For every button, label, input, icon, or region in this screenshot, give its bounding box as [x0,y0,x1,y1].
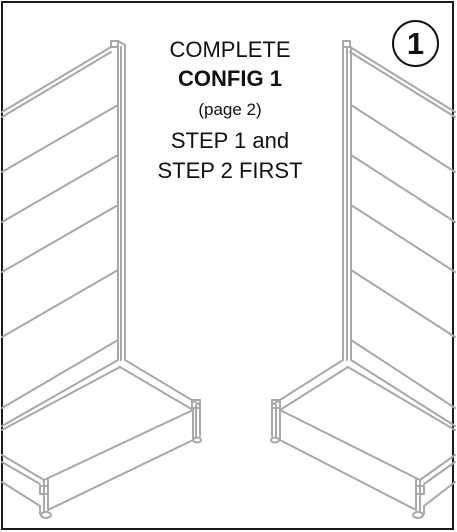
right-shelving-unit [270,40,456,519]
instruction-config: CONFIG 1 [178,66,282,91]
step-number: 1 [406,25,425,61]
step-number-badge: 1 [392,20,439,67]
instruction-line-5: STEP 2 FIRST [157,158,303,183]
instruction-line-1: COMPLETE [169,37,291,62]
instruction-text: COMPLETE CONFIG 1 (page 2) STEP 1 and ST… [130,36,330,186]
instruction-line-4: STEP 1 and [170,128,290,153]
instruction-page-ref: (page 2) [198,100,262,119]
left-shelving-unit [1,40,202,519]
